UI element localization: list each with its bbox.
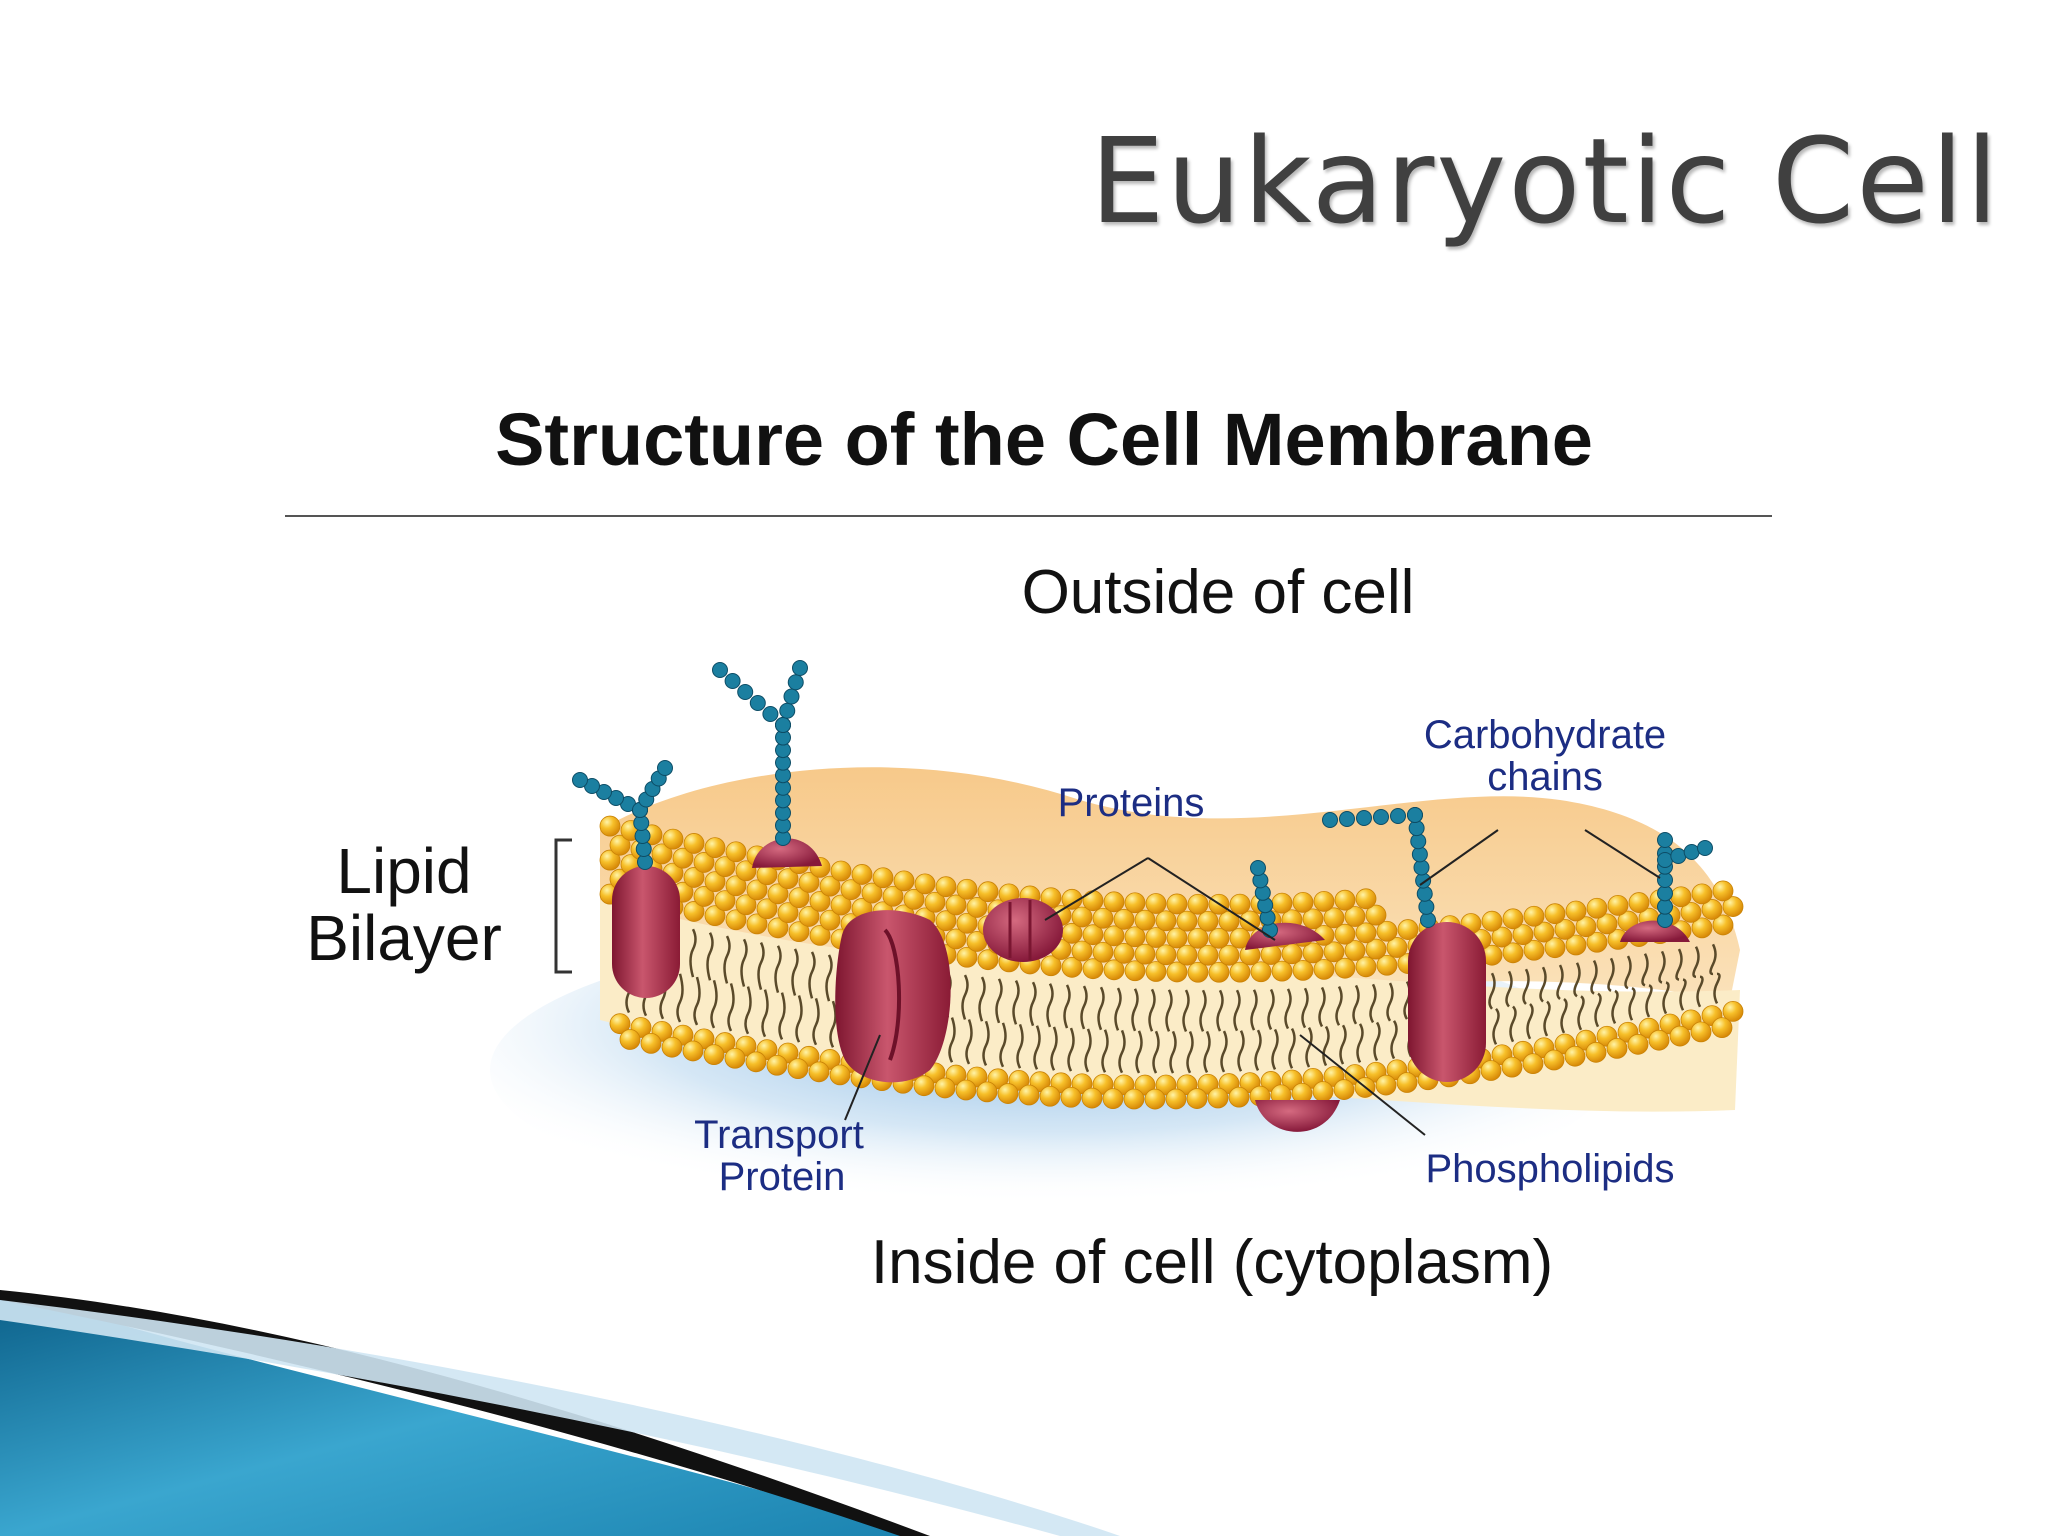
inside-of-cell-label: Inside of cell (cytoplasm) <box>871 1228 1553 1297</box>
carbohydrate-chains <box>572 660 1713 938</box>
diagram-heading: Structure of the Cell Membrane <box>495 398 1593 481</box>
proteins-label: Proteins <box>1058 781 1205 825</box>
slide-title: Eukaryotic Cell <box>1090 112 2001 250</box>
phospholipids-label: Phospholipids <box>1425 1147 1674 1191</box>
lipid-bilayer-bracket <box>554 838 572 974</box>
protein-dome-left <box>752 838 822 868</box>
transport-protein <box>835 910 951 1083</box>
peripheral-protein-bottom <box>1255 1100 1340 1132</box>
integral-protein-right <box>1408 922 1486 1082</box>
callout-lines <box>844 829 1661 1136</box>
globular-protein <box>983 898 1063 962</box>
lipid-bilayer-label-line1: Lipid <box>336 835 471 907</box>
decorative-swoosh <box>0 1290 1120 1536</box>
transport-protein-label-line1: Transport <box>694 1113 864 1157</box>
outside-of-cell-label: Outside of cell <box>1022 558 1415 627</box>
carbohydrate-chains-label-line2: chains <box>1487 755 1603 799</box>
carbohydrate-chains-label-line1: Carbohydrate <box>1424 713 1666 757</box>
lipid-bilayer-label-line2: Bilayer <box>306 902 502 974</box>
transport-protein-left <box>612 866 680 998</box>
peripheral-protein-right <box>1620 920 1690 942</box>
transport-protein-label-line2: Protein <box>719 1155 846 1199</box>
